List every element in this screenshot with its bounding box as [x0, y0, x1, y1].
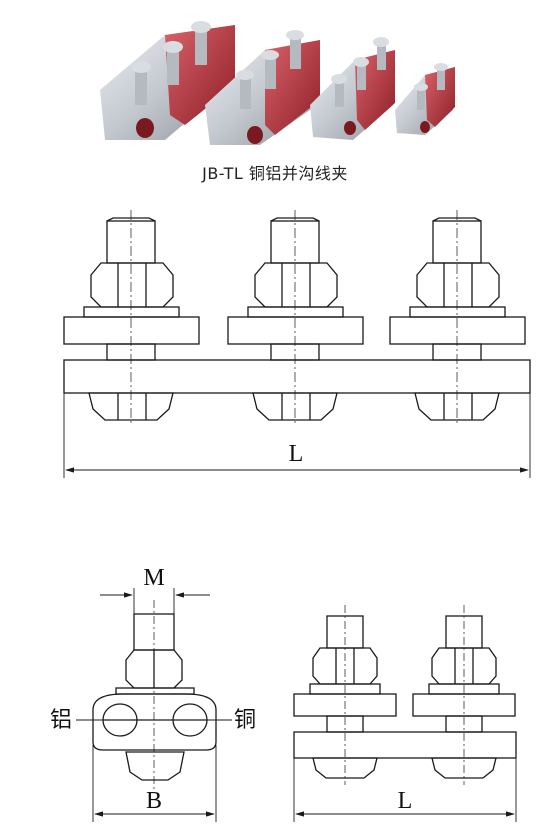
bolt-assembly [412, 615, 516, 779]
clamp-base-plate [63, 359, 531, 394]
clamp-3bolt-small [310, 37, 395, 140]
side-view [76, 588, 232, 822]
product-caption: JB-TL 铜铝并沟线夹 [202, 164, 348, 183]
bolt-assembly [389, 217, 526, 421]
aluminum-label: 铝 [50, 708, 72, 733]
bolt-assembly [227, 217, 364, 421]
clamp-2bolt [395, 63, 455, 135]
clamp-3bolt-medium [205, 30, 320, 145]
dimension-L2 [293, 758, 517, 822]
length-label: L [289, 441, 304, 467]
copper-label: 铜 [234, 708, 256, 733]
bolt-assembly [63, 217, 200, 421]
length-label-2: L [398, 788, 413, 814]
clamp-3bolt-large [100, 21, 235, 140]
dimension-B [92, 745, 217, 822]
width-label: B [146, 788, 162, 814]
clamp-product-photo [100, 21, 455, 145]
dimension-M [100, 588, 210, 614]
dimension-L [63, 393, 531, 478]
bolt-size-label: M [143, 565, 164, 591]
front-view-3-bolt [63, 210, 531, 478]
clamp-base-plate [293, 731, 517, 759]
front-view-2-bolt [293, 605, 517, 822]
